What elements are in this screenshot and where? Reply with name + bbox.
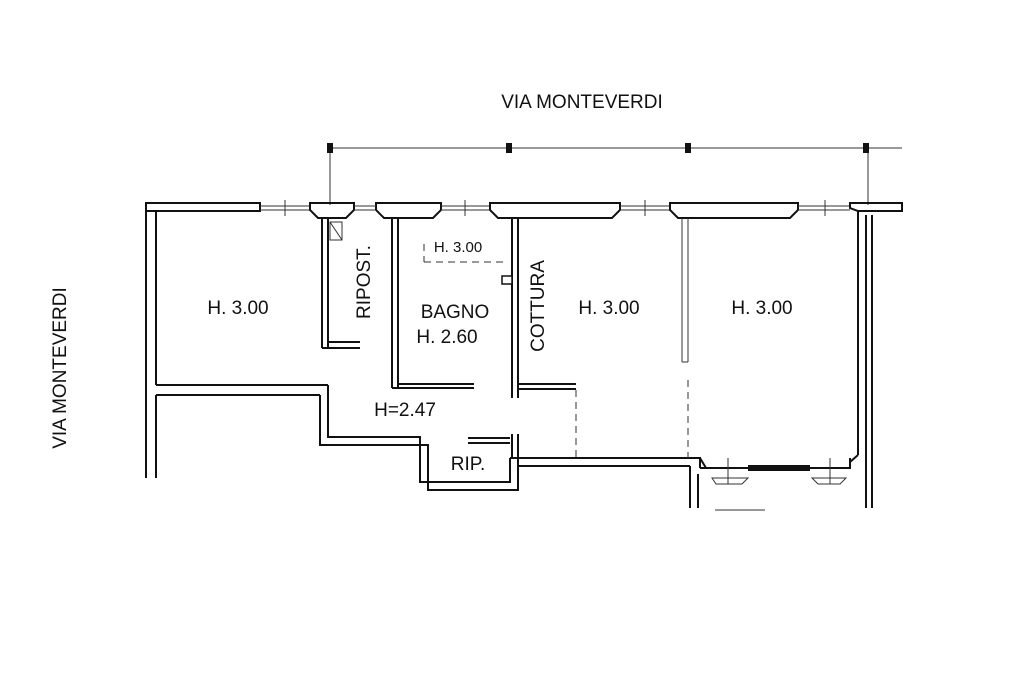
internal-walls [321,218,689,458]
room-label-bagno-ceiling: H. 3.00 [434,239,482,256]
room-label-right: H. 3.00 [731,298,792,319]
room-label-center: H. 3.00 [578,298,639,319]
street-label-left: VIA MONTEVERDI [50,287,71,449]
exterior-wall-left [145,203,328,478]
room-label-cottura: COTTURA [528,260,549,352]
balcony-railing [327,143,902,205]
room-label-bagno-name: BAGNO [421,302,490,323]
room-label-bagno-height: H. 2.60 [416,327,477,348]
room-label-rip: RIP. [451,454,486,475]
room-label-corridor: H=2.47 [374,400,436,421]
room-label-left: H. 3.00 [207,298,268,319]
exterior-wall-right [699,211,873,508]
balcony-doors-bottom [711,458,848,485]
exterior-wall-top [145,200,903,219]
street-label-top: VIA MONTEVERDI [501,92,663,113]
room-label-ripostiglio: RIPOST. [354,245,375,319]
